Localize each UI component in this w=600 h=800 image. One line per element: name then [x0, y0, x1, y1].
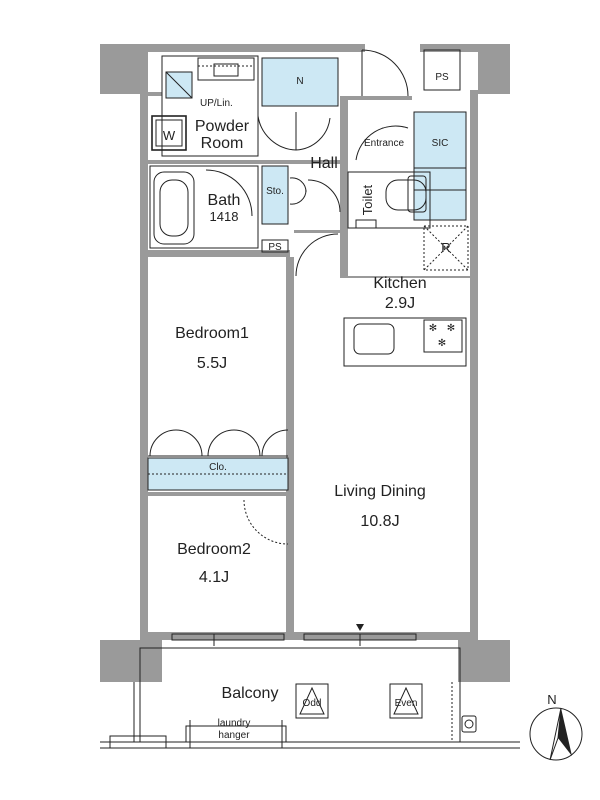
bath-room: [149, 165, 259, 249]
kitchen-label: Kitchen: [373, 275, 426, 292]
powder-room-area: [151, 55, 259, 157]
closet-doors: [148, 429, 289, 457]
bedroom1-label: Bedroom1: [175, 325, 249, 342]
ps-small-box: [261, 239, 289, 253]
bath-label: Bath: [208, 192, 241, 209]
entrance-label: Entrance: [364, 138, 404, 149]
toilet-room: [347, 171, 431, 229]
structural-walls: [100, 44, 510, 682]
powder-room-door: [257, 115, 297, 151]
living-dining-size: 10.8J: [360, 513, 399, 530]
washer-icon: [151, 115, 187, 151]
balcony-windows: [171, 624, 417, 646]
hall-door: [295, 117, 331, 151]
laundry-hanger-label-2: hanger: [218, 730, 250, 741]
bedroom2-size: 4.1J: [199, 569, 229, 586]
north-label: N: [547, 692, 556, 707]
balcony-label: Balcony: [222, 685, 279, 702]
ps-top-box: [423, 49, 461, 91]
living-dining-label: Living Dining: [334, 483, 426, 500]
entrance-door: [361, 49, 409, 97]
up-lin-label: UP/Lin.: [200, 98, 233, 109]
ldk-door: [295, 233, 339, 277]
washer-label: W: [163, 128, 176, 143]
bedroom2-label: Bedroom2: [177, 541, 251, 558]
north-arrow-icon: [529, 707, 583, 761]
balcony: [100, 647, 520, 749]
storage-label: Sto.: [266, 186, 284, 197]
refrigerator-label: R: [441, 240, 450, 255]
n-storage: [261, 57, 339, 107]
even-hatch: [389, 683, 423, 719]
bath-size: 1418: [210, 209, 239, 224]
kitchen-counter: ✻ ✻ ✻: [343, 317, 467, 367]
storage-closet: [261, 165, 289, 225]
kitchen-size: 2.9J: [385, 295, 415, 312]
odd-hatch: [295, 683, 329, 719]
laundry-hanger-label-1: laundry: [218, 718, 251, 729]
bedroom1-size: 5.5J: [197, 355, 227, 372]
storage-door: [307, 179, 341, 213]
even-label: Even: [395, 698, 418, 709]
toilet-label: Toilet: [360, 184, 375, 215]
ps-top-label: PS: [435, 72, 449, 83]
sic-closet: [413, 111, 467, 221]
odd-label: Odd: [303, 698, 322, 709]
svg-text:✻: ✻: [447, 323, 455, 334]
powder-room-label-2: Room: [201, 135, 244, 152]
ps-small-label: PS: [268, 242, 282, 253]
entrance-inner-door: [355, 125, 409, 161]
svg-text:✻: ✻: [438, 338, 446, 349]
bedroom2-door: [243, 499, 289, 545]
refrigerator-space: [423, 225, 469, 271]
hall-label: Hall: [310, 155, 338, 172]
sic-label: SIC: [432, 138, 449, 149]
svg-text:✻: ✻: [429, 323, 437, 334]
powder-room-label-1: Powder: [195, 118, 250, 135]
closet-label: Clo.: [209, 462, 227, 473]
n-storage-label: N: [296, 76, 303, 87]
